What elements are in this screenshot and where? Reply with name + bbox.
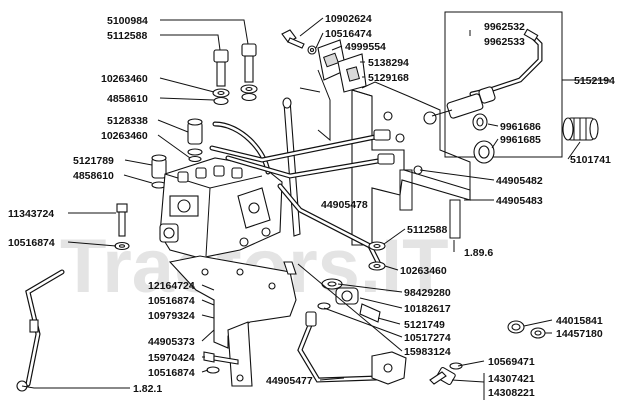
part-labels: 5100984 5112588 10263460 4858610 5128338… (8, 13, 615, 399)
part-label: 5121749 (404, 319, 445, 331)
part-label: 1.82.1 (133, 383, 162, 395)
part-label: 10516874 (8, 237, 55, 249)
part-label: 5128338 (107, 115, 148, 127)
bolt-15970424 (203, 351, 239, 374)
support-bracket (168, 255, 297, 387)
part-label: 10516874 (148, 295, 195, 307)
part-label: 10517274 (404, 332, 451, 344)
part-label: 15970424 (148, 352, 195, 364)
control-lever (282, 97, 301, 237)
coupler-cap (562, 117, 599, 141)
washers-10263460 (368, 241, 386, 271)
part-label: 14457180 (556, 328, 603, 340)
part-label: 98429280 (404, 287, 451, 299)
part-label: 9961686 (500, 121, 541, 133)
part-label: 10263460 (101, 130, 148, 142)
fitting-5121789 (151, 154, 167, 189)
part-label: 10263460 (400, 265, 447, 277)
part-label: 9961685 (500, 134, 541, 146)
part-label: 44905373 (148, 336, 195, 348)
part-label: 44015841 (556, 315, 603, 327)
part-label: 44905482 (496, 175, 543, 187)
quick-coupler (423, 11, 563, 164)
part-label: 15983124 (404, 346, 451, 358)
part-label: 5138294 (368, 57, 409, 69)
part-label: 14307421 (488, 373, 535, 385)
part-label: 10516874 (148, 367, 195, 379)
hydraulic-tubes (25, 121, 387, 387)
part-label: 10263460 (101, 73, 148, 85)
part-label: 5100984 (107, 15, 148, 27)
part-label: 10902624 (325, 13, 372, 25)
part-label: 10979324 (148, 310, 195, 322)
part-label: 5112588 (407, 224, 447, 236)
part-label: 4858610 (73, 170, 114, 182)
part-label: 9962532 (484, 21, 525, 33)
leader-lines (21, 17, 610, 389)
part-label: 5101741 (570, 154, 611, 166)
seals-44015841 (507, 320, 546, 339)
mounting-frame (299, 69, 471, 246)
part-label: 10516474 (325, 28, 372, 40)
part-label: 1.89.6 (464, 247, 493, 259)
part-label: 5129168 (368, 72, 409, 84)
part-label: 4858610 (107, 93, 148, 105)
part-label: 5112588 (107, 30, 147, 42)
part-label: 9962533 (484, 36, 525, 48)
bolts-5100984-5112588 (212, 43, 258, 106)
rear-plate (371, 351, 407, 385)
tube-fittings (16, 129, 395, 392)
bolt-14307421 (429, 362, 463, 386)
part-label: 4999554 (345, 41, 386, 53)
part-label: 10182617 (404, 303, 451, 315)
bracket-parts (307, 39, 367, 93)
part-label: 11343724 (8, 208, 54, 220)
part-label: 44905477 (266, 375, 313, 387)
part-label: 44905483 (496, 195, 543, 207)
part-label: 5152194 (574, 75, 615, 87)
part-label: 14308221 (488, 387, 535, 399)
part-label: 44905478 (321, 199, 368, 211)
fitting-5128338 (187, 118, 203, 163)
part-label: 12164724 (148, 280, 195, 292)
control-valve (159, 157, 283, 259)
bolt-10902624 (281, 29, 305, 49)
part-label: 5121789 (73, 155, 114, 167)
part-label: 10569471 (488, 356, 535, 368)
